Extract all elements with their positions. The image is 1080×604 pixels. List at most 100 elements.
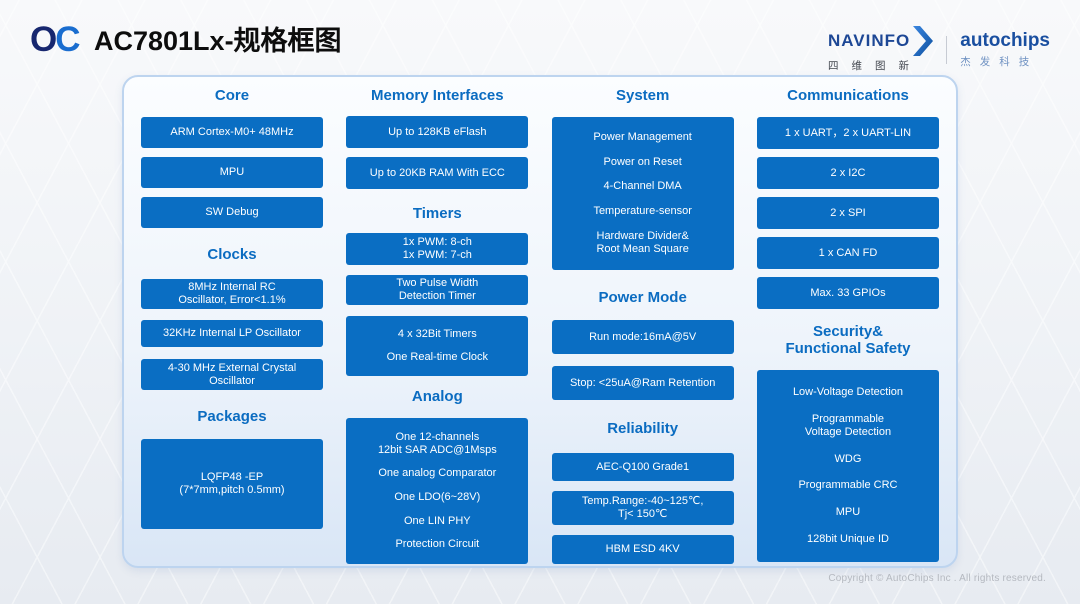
section-heading: Memory Interfaces xyxy=(371,87,504,104)
spec-entry: 4 x 32Bit Timers xyxy=(350,328,524,341)
spec-line: 12bit SAR ADC@1Msps xyxy=(377,443,497,456)
spec-entry: ARM Cortex-M0+ 48MHz xyxy=(145,126,319,139)
spec-line: Max. 33 GPIOs xyxy=(810,286,886,299)
spec-entry: Stop: <25uA@Ram Retention xyxy=(556,377,730,390)
spec-line: Temperature-sensor xyxy=(593,205,692,218)
spec-box: MPU xyxy=(141,157,323,188)
spec-box: Run mode:16mA@5V xyxy=(551,320,734,354)
spec-entry: Up to 20KB RAM With ECC xyxy=(350,167,524,180)
spec-entry: Power Management xyxy=(556,131,730,144)
spec-box: AEC-Q100 Grade1 xyxy=(551,453,734,481)
spec-line: 1x PWM: 8-ch xyxy=(402,236,472,248)
spec-line: MPU xyxy=(219,166,245,178)
spec-line: 32KHz Internal LP Oscillator xyxy=(163,327,301,339)
spec-box: HBM ESD 4KV xyxy=(551,535,734,564)
spec-line: Detection Timer xyxy=(398,290,476,302)
spec-line: Stop: <25uA@Ram Retention xyxy=(569,376,716,389)
spec-line: Two Pulse Width xyxy=(396,277,479,289)
spec-line: Power on Reset xyxy=(603,155,682,168)
spec-entry: One LIN PHY xyxy=(350,515,524,528)
spec-box: LQFP48 -EP(7*7mm,pitch 0.5mm) xyxy=(141,439,323,529)
spec-entry: MPU xyxy=(761,506,935,519)
brand-logos: NAVINFO 四维图新 autochips 杰发科技 xyxy=(828,26,1050,73)
spec-line: Temp.Range:-40~125℃, xyxy=(581,495,704,507)
spec-line: 4-30 MHz External Crystal xyxy=(167,361,297,374)
spec-entry: Low-Voltage Detection xyxy=(761,386,935,399)
navinfo-wordmark-row: NAVINFO xyxy=(828,26,934,56)
spec-entry: 2 x SPI xyxy=(761,207,935,220)
section-heading: Power Mode xyxy=(598,289,687,306)
spec-entry: Power on Reset xyxy=(556,156,730,169)
spec-line: Low-Voltage Detection xyxy=(792,385,904,398)
spec-line: Voltage Detection xyxy=(804,425,892,438)
spec-box: SW Debug xyxy=(141,197,323,228)
spec-box: 2 x SPI xyxy=(756,197,939,229)
spec-line: One 12-channels xyxy=(395,430,480,443)
section-heading: Analog xyxy=(411,388,463,405)
autochips-logo: autochips 杰发科技 xyxy=(960,31,1050,69)
spec-line: One LDO(6~28V) xyxy=(394,490,481,503)
spec-line: 2 x SPI xyxy=(830,206,866,219)
spec-line: Programmable CRC xyxy=(798,479,898,492)
section-heading: Packages xyxy=(197,408,267,425)
spec-entry: One Real-time Clock xyxy=(350,351,524,364)
logo-letter-o: O xyxy=(30,20,57,59)
spec-box: 1 x UART，2 x UART-LIN xyxy=(756,117,939,149)
spec-line: 1 x UART，2 x UART-LIN xyxy=(784,126,912,139)
spec-line: Hardware Divider& xyxy=(596,230,689,243)
spec-line: SW Debug xyxy=(205,206,259,218)
spec-line: One Real-time Clock xyxy=(386,351,489,363)
spec-line: Power Management xyxy=(593,130,692,143)
navinfo-logo: NAVINFO 四维图新 xyxy=(828,26,934,73)
spec-entry: MPU xyxy=(145,166,319,179)
spec-entry: 128bit Unique ID xyxy=(761,533,935,546)
spec-line: Run mode:16mA@5V xyxy=(589,330,697,343)
spec-line: 4 x 32Bit Timers xyxy=(397,328,477,340)
navinfo-wordmark: NAVINFO xyxy=(828,31,911,50)
spec-entry: One LDO(6~28V) xyxy=(350,491,524,504)
spec-box: 1 x CAN FD xyxy=(756,237,939,269)
section-heading: Timers xyxy=(412,205,462,222)
spec-line: HBM ESD 4KV xyxy=(605,543,680,555)
spec-box: Max. 33 GPIOs xyxy=(756,277,939,309)
section-heading: Core xyxy=(214,87,250,104)
spec-entry: AEC-Q100 Grade1 xyxy=(556,461,730,474)
spec-box: Stop: <25uA@Ram Retention xyxy=(551,366,734,400)
spec-entry: 4-Channel DMA xyxy=(556,180,730,193)
brand-divider xyxy=(946,35,948,64)
section-heading: System xyxy=(615,87,670,104)
spec-line: (7*7mm,pitch 0.5mm) xyxy=(179,484,285,496)
autochips-oc-logo: OC xyxy=(30,20,81,59)
spec-entry: SW Debug xyxy=(145,206,319,219)
spec-line: 8MHz Internal RC xyxy=(188,281,276,293)
logo-letter-c: C xyxy=(55,20,80,59)
spec-box: Temp.Range:-40~125℃,Tj< 150℃ xyxy=(551,491,734,525)
spec-line: One analog Comparator xyxy=(378,467,497,480)
spec-line: Oscillator, Error<1.1% xyxy=(178,294,286,306)
section-heading: Reliability xyxy=(607,420,679,437)
spec-line: Tj< 150℃ xyxy=(617,508,668,520)
spec-entry: HBM ESD 4KV xyxy=(556,543,730,556)
spec-line: 1 x CAN FD xyxy=(818,246,878,259)
spec-entry: Up to 128KB eFlash xyxy=(350,126,524,139)
spec-line: 4-Channel DMA xyxy=(603,180,682,193)
spec-column-2: Memory Interfaces Up to 128KB eFlash Up to… xyxy=(346,87,529,566)
spec-line: Up to 128KB eFlash xyxy=(388,125,487,138)
spec-line: 2 x I2C xyxy=(830,166,866,179)
spec-line: Oscillator xyxy=(209,374,255,387)
spec-box: 2 x I2C xyxy=(756,157,939,189)
